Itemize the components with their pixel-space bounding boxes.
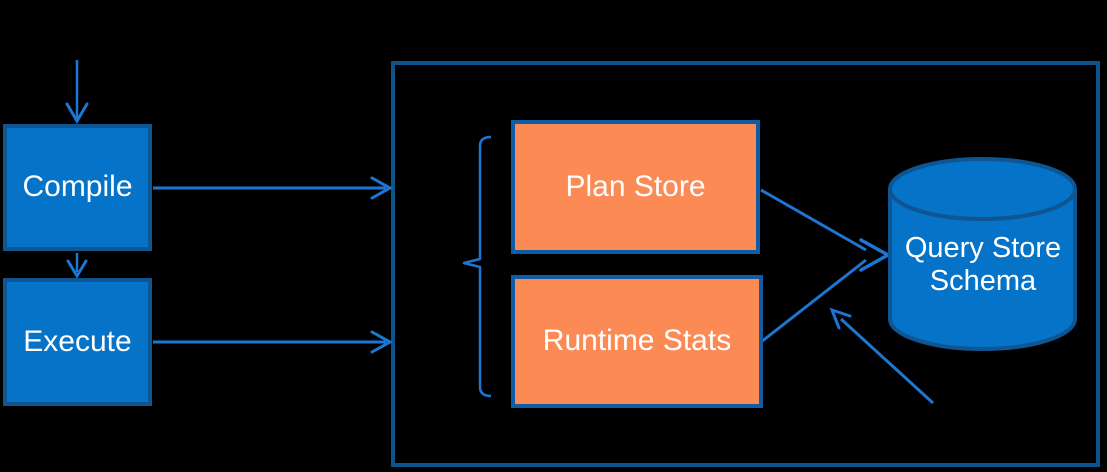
node-plan-store-label: Plan Store [565, 169, 706, 203]
node-runtime-stats-label: Runtime Stats [542, 324, 732, 358]
arrow-input-to-compile [65, 60, 89, 124]
node-execute-label: Execute [23, 324, 132, 358]
arrow-compile-to-execute [66, 253, 88, 279]
arrow-compile-to-container [153, 176, 394, 200]
node-execute[interactable]: Execute [3, 278, 152, 406]
node-compile[interactable]: Compile [3, 124, 152, 251]
node-query-store-schema-label: Query Store Schema [904, 232, 1062, 298]
node-plan-store[interactable]: Plan Store [511, 120, 760, 254]
arrow-execute-to-container [153, 330, 394, 354]
node-query-store-schema[interactable]: Query Store Schema [897, 232, 1069, 299]
query-store-container [391, 61, 1100, 467]
node-compile-label: Compile [22, 170, 133, 204]
node-runtime-stats[interactable]: Runtime Stats [511, 275, 763, 408]
